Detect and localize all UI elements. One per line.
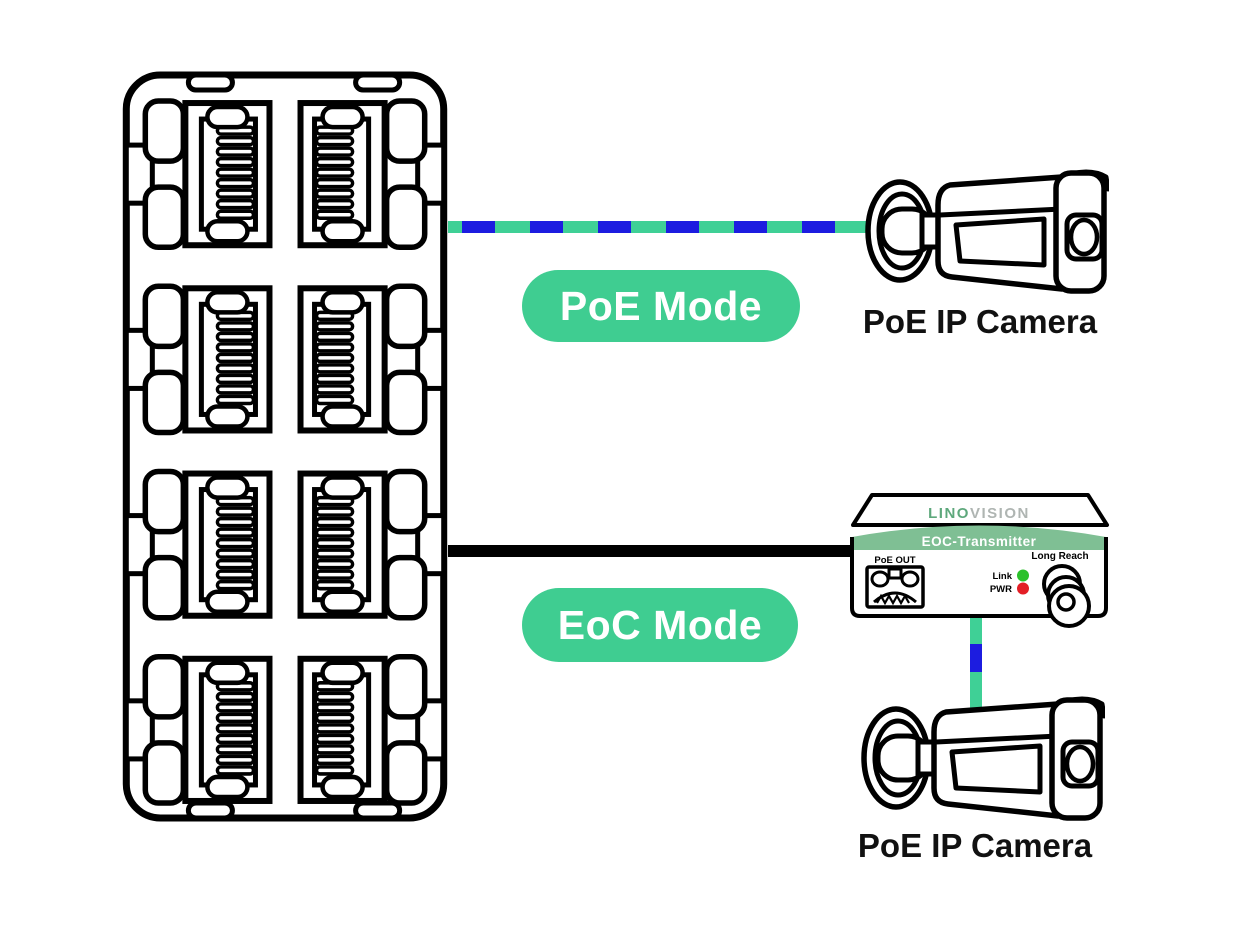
link-led-icon <box>1017 569 1029 582</box>
eoc-mode-label: EoC Mode <box>557 601 763 648</box>
switch-body <box>122 71 448 822</box>
port-8 <box>301 657 444 803</box>
port-1 <box>126 101 269 247</box>
long-reach-label: Long Reach <box>1031 551 1088 562</box>
link-led-label: Link <box>992 571 1012 582</box>
port-3 <box>126 286 269 432</box>
rj45-out-jack-icon <box>865 565 925 609</box>
brand-logo: LINOVISION <box>928 505 1030 522</box>
brand-logo-suffix: VISION <box>970 505 1030 522</box>
poe-cable <box>448 221 872 233</box>
transmitter-top-face <box>851 493 1109 527</box>
eoc-mode-badge: EoC Mode <box>522 588 798 662</box>
brand-logo-prefix: LINO <box>928 505 970 522</box>
poe-mode-badge: PoE Mode <box>522 270 800 342</box>
poe-camera-bottom-illustration <box>860 692 1105 832</box>
pwr-led-icon <box>1017 582 1029 595</box>
model-band <box>852 525 1106 550</box>
pwr-led-label: PWR <box>990 584 1012 595</box>
poe-camera-top-illustration <box>864 165 1109 305</box>
port-7 <box>126 657 269 803</box>
port-2 <box>301 101 444 247</box>
poe-out-label: PoE OUT <box>874 555 915 566</box>
poe-mode-label: PoE Mode <box>559 282 763 329</box>
switch-notches <box>185 72 403 821</box>
port-6 <box>301 472 444 618</box>
transmitter-camera-cable <box>970 614 982 714</box>
port-5 <box>126 472 269 618</box>
bnc-connector-icon <box>1042 564 1091 628</box>
poe-camera-top-label: PoE IP Camera <box>862 303 1098 340</box>
transmitter-body-outline <box>850 537 1108 618</box>
port-4 <box>301 286 444 432</box>
eoc-cable <box>448 545 854 557</box>
poe-camera-bottom-label: PoE IP Camera <box>857 827 1093 864</box>
model-label: EOC-Transmitter <box>922 534 1037 549</box>
poe-switch-illustration <box>122 71 448 822</box>
eoc-transmitter-illustration: LINOVISION EOC-Transmitter PoE OUT Link … <box>850 493 1109 628</box>
